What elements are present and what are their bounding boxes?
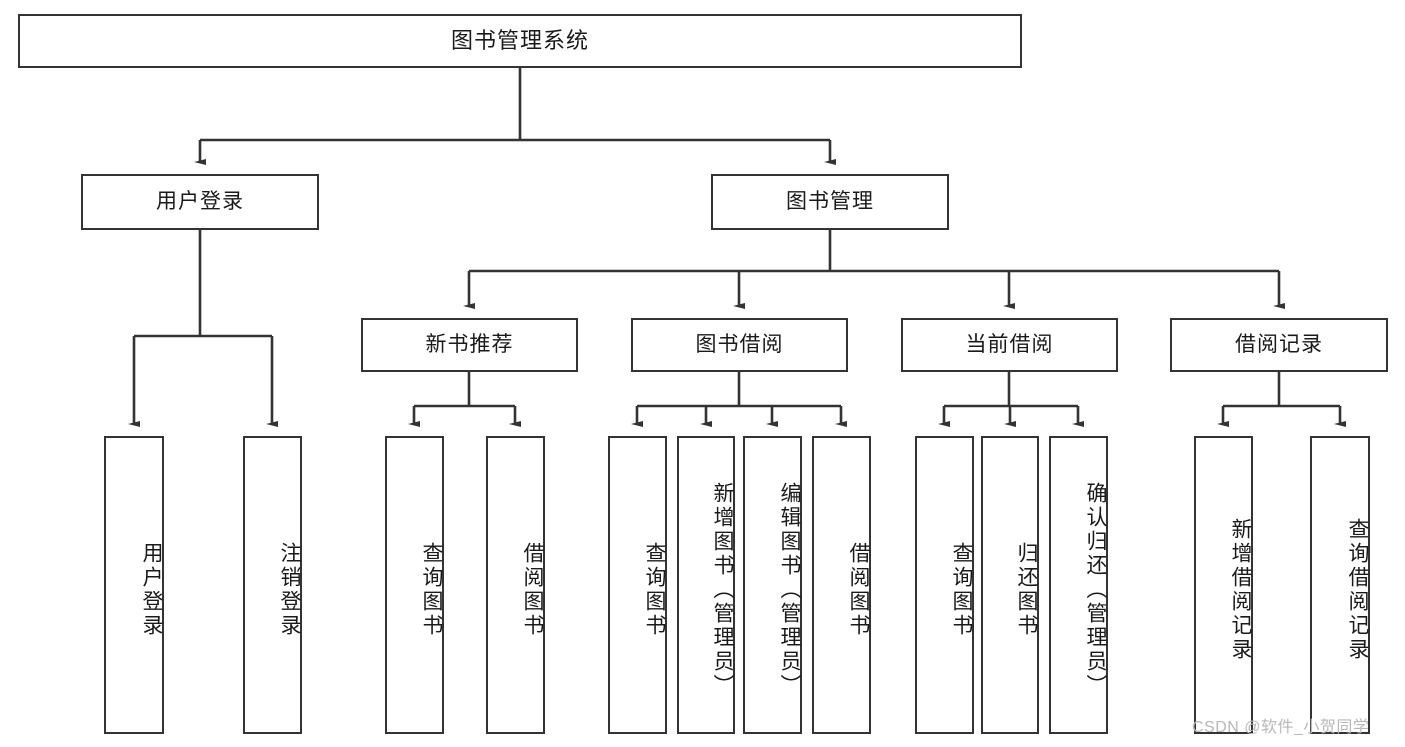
leaf-add-record-label: 新增借阅记录 bbox=[1229, 518, 1252, 662]
leaf-add-book-label: 新增图书（管理员） bbox=[711, 482, 734, 698]
leaf-return-book[interactable]: 归还图书 bbox=[981, 436, 1039, 734]
leaf-borrow-book-bb-label: 借阅图书 bbox=[847, 542, 870, 638]
node-current-borrow-label: 当前借阅 bbox=[965, 332, 1054, 356]
leaf-return-book-label: 归还图书 bbox=[1015, 542, 1038, 638]
leaf-user-login[interactable]: 用户登录 bbox=[104, 436, 164, 734]
leaf-borrow-book-bb[interactable]: 借阅图书 bbox=[812, 436, 871, 734]
leaf-edit-book-label: 编辑图书（管理员） bbox=[778, 482, 801, 698]
node-new-book-rec-label: 新书推荐 bbox=[425, 332, 514, 356]
leaf-add-book[interactable]: 新增图书（管理员） bbox=[677, 436, 735, 734]
leaf-query-record-label: 查询借阅记录 bbox=[1346, 518, 1369, 662]
node-user-login-label: 用户登录 bbox=[156, 189, 244, 213]
node-book-borrow-label: 图书借阅 bbox=[695, 332, 784, 356]
leaf-user-login-label: 用户登录 bbox=[140, 542, 163, 638]
leaf-logout-label: 注销登录 bbox=[278, 542, 301, 638]
leaf-query-book-bb[interactable]: 查询图书 bbox=[608, 436, 667, 734]
leaf-query-record[interactable]: 查询借阅记录 bbox=[1310, 436, 1370, 734]
node-current-borrow[interactable]: 当前借阅 bbox=[901, 318, 1118, 372]
node-user-login[interactable]: 用户登录 bbox=[81, 174, 319, 230]
leaf-query-book-rec[interactable]: 查询图书 bbox=[385, 436, 444, 734]
node-book-manage[interactable]: 图书管理 bbox=[711, 174, 949, 230]
node-borrow-record[interactable]: 借阅记录 bbox=[1170, 318, 1388, 372]
leaf-confirm-return[interactable]: 确认归还（管理员） bbox=[1049, 436, 1108, 734]
node-book-manage-label: 图书管理 bbox=[786, 189, 874, 213]
csdn-watermark: CSDN @软件_小贺同学 bbox=[1192, 719, 1370, 736]
node-new-book-rec[interactable]: 新书推荐 bbox=[361, 318, 578, 372]
leaf-query-book-cb[interactable]: 查询图书 bbox=[915, 436, 974, 734]
leaf-query-book-bb-label: 查询图书 bbox=[643, 542, 666, 638]
leaf-query-book-cb-label: 查询图书 bbox=[950, 542, 973, 638]
node-borrow-record-label: 借阅记录 bbox=[1235, 332, 1323, 356]
node-root-label: 图书管理系统 bbox=[450, 28, 589, 54]
leaf-logout[interactable]: 注销登录 bbox=[243, 436, 302, 734]
node-book-borrow[interactable]: 图书借阅 bbox=[631, 318, 848, 372]
node-root[interactable]: 图书管理系统 bbox=[18, 14, 1022, 68]
leaf-add-record[interactable]: 新增借阅记录 bbox=[1194, 436, 1253, 734]
leaf-edit-book[interactable]: 编辑图书（管理员） bbox=[743, 436, 802, 734]
leaf-query-book-rec-label: 查询图书 bbox=[420, 542, 443, 638]
leaf-borrow-book-rec-label: 借阅图书 bbox=[521, 542, 544, 638]
leaf-borrow-book-rec[interactable]: 借阅图书 bbox=[486, 436, 545, 734]
leaf-confirm-return-label: 确认归还（管理员） bbox=[1084, 482, 1107, 698]
